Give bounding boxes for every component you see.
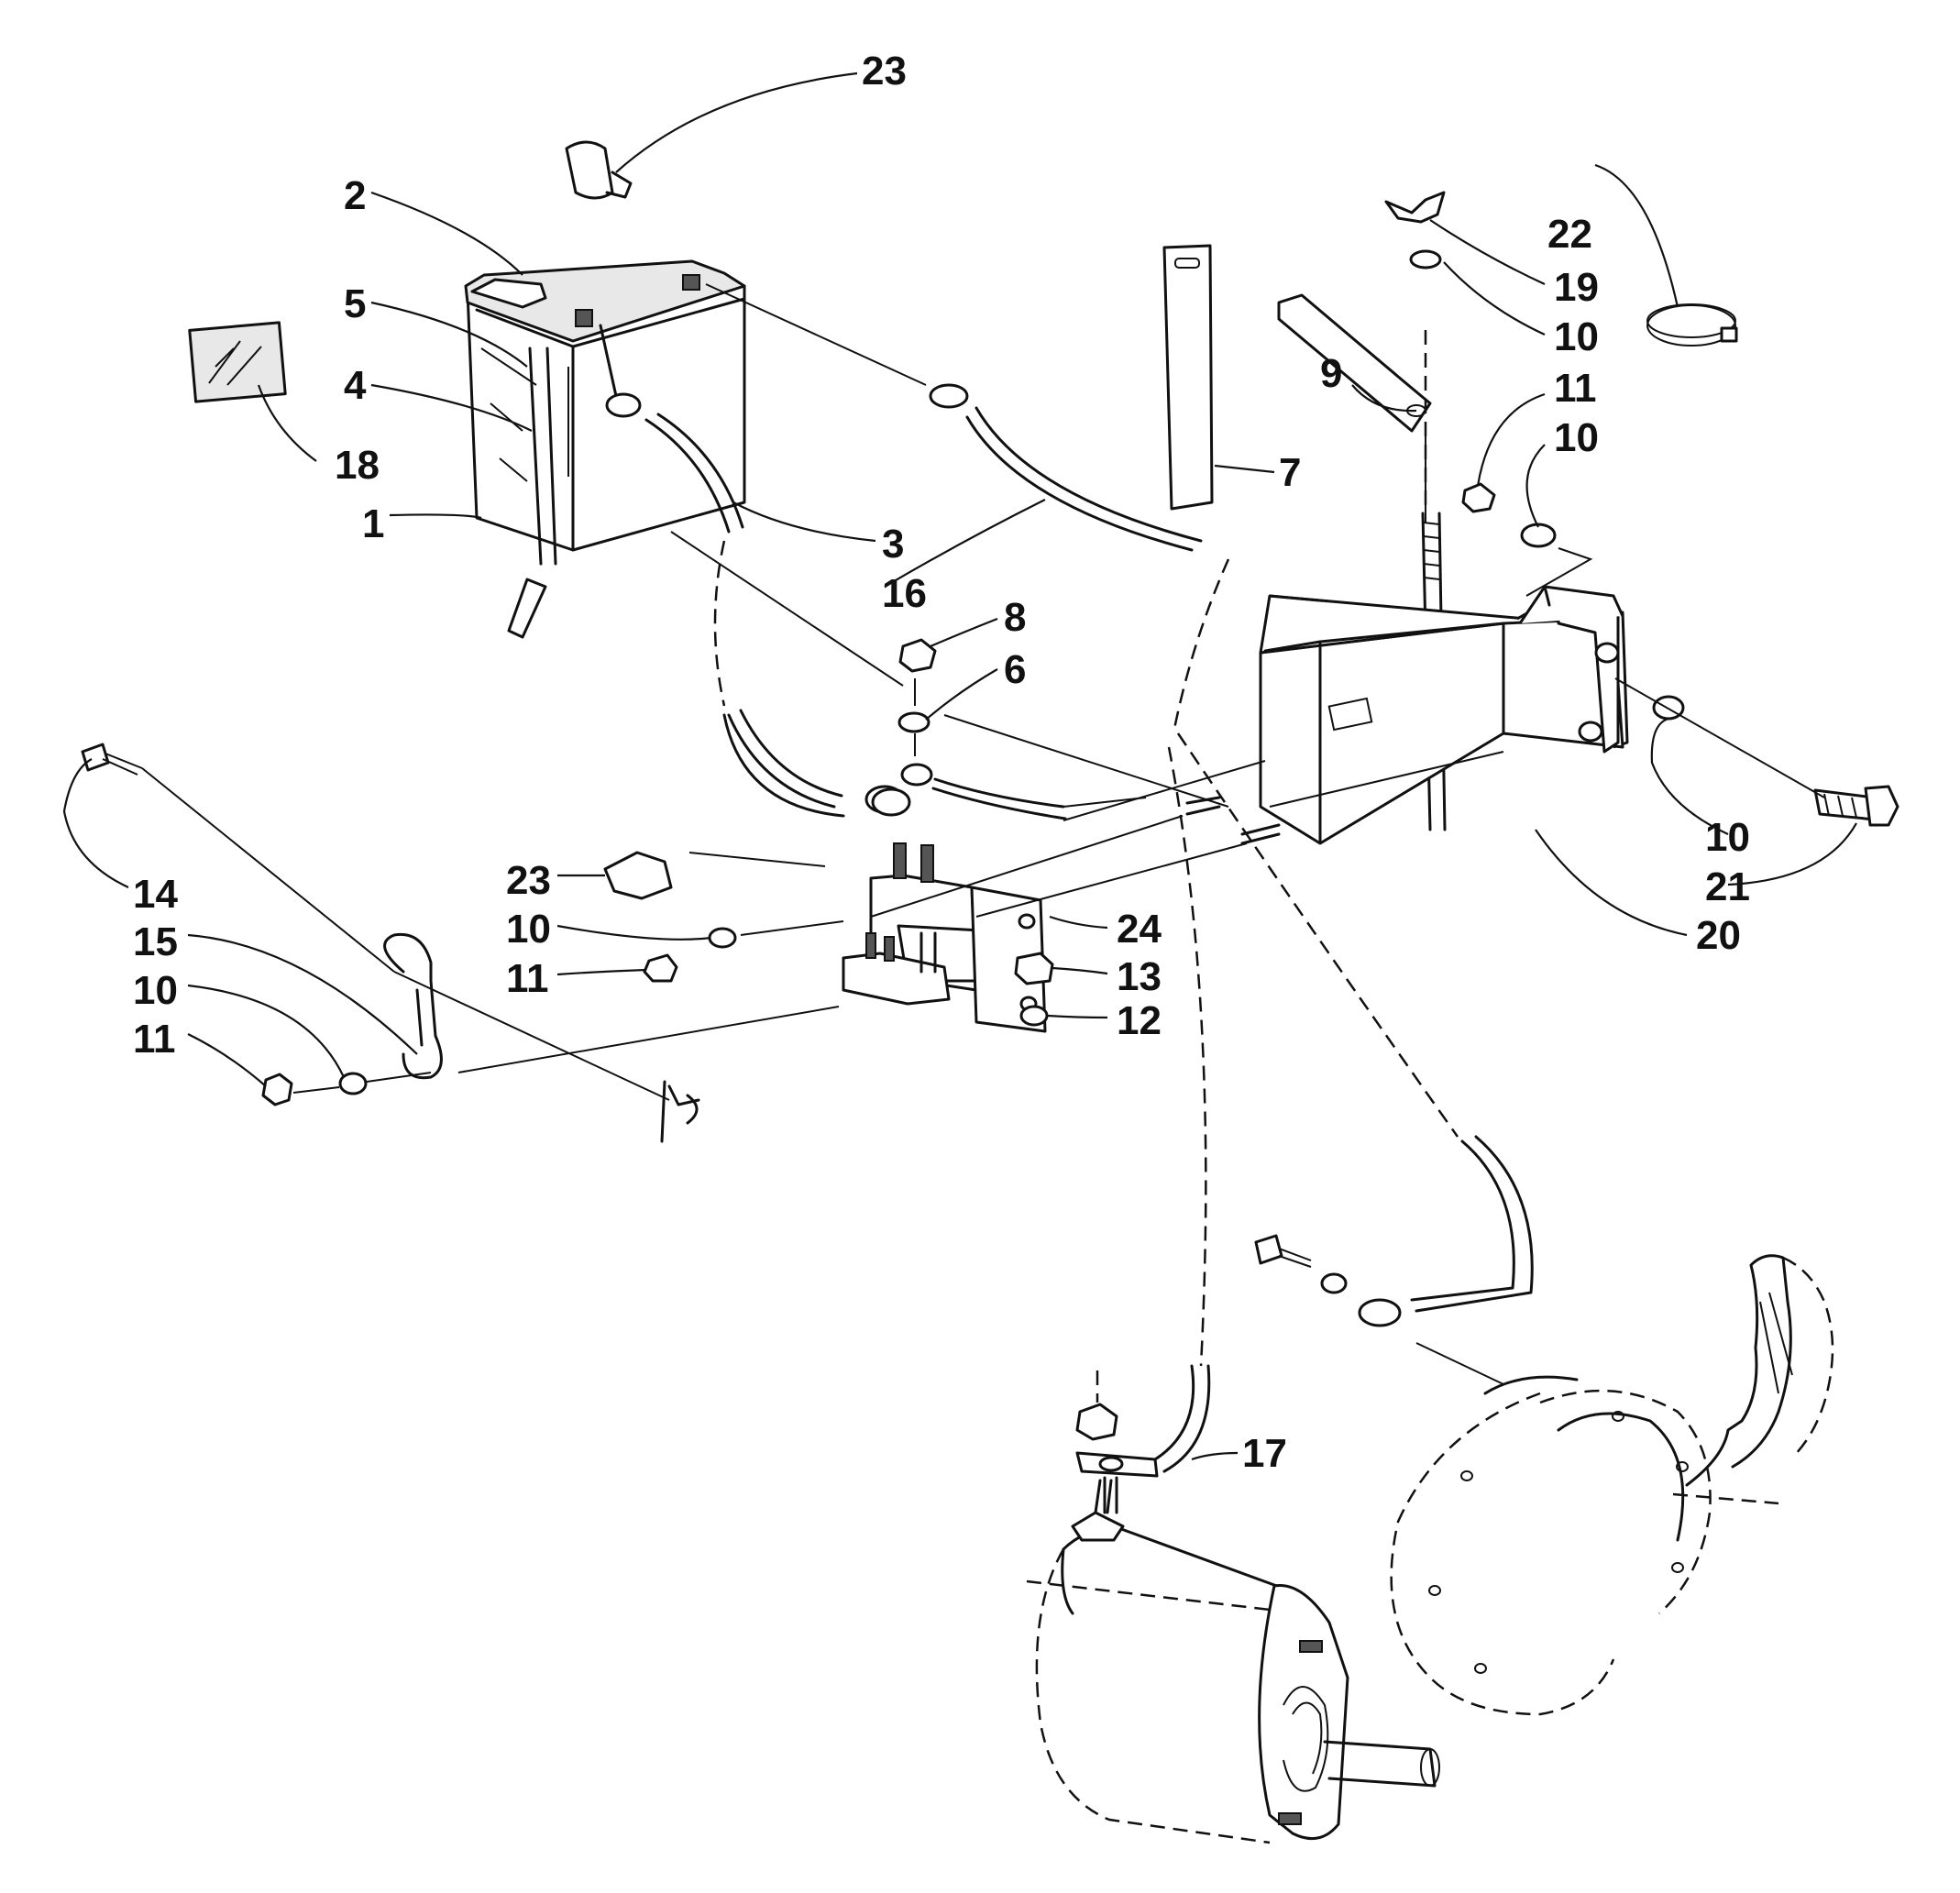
callout-17: 17 — [1242, 1431, 1287, 1476]
callout-3: 3 — [882, 522, 904, 567]
callout-6: 6 — [1004, 647, 1026, 692]
callout-24: 24 — [1117, 907, 1162, 952]
nut-washer-right — [1461, 482, 1593, 597]
callout-11-top: 11 — [1554, 366, 1597, 411]
hold-down-bracket — [1277, 293, 1432, 523]
callout-12: 12 — [1117, 998, 1162, 1043]
tray-studs — [1185, 796, 1281, 845]
decal — [188, 321, 287, 403]
callout-16: 16 — [882, 571, 927, 616]
callout-23-lower: 23 — [506, 858, 551, 903]
negative-cable — [705, 283, 1230, 734]
callout-2: 2 — [344, 173, 366, 218]
callout-10-left: 10 — [133, 968, 178, 1013]
starter-cable — [1075, 746, 1211, 1514]
callout-22: 22 — [1547, 212, 1592, 257]
battery-strap — [1162, 244, 1214, 511]
callout-4: 4 — [344, 363, 367, 408]
assembly-line-lower — [292, 1072, 432, 1094]
callout-19: 19 — [1554, 265, 1599, 310]
bolt-right — [1614, 677, 1899, 827]
callout-23-top: 23 — [862, 49, 907, 94]
ground-cable — [1176, 732, 1534, 1327]
flywheel-housing — [1390, 1254, 1834, 1716]
starter-motor — [1026, 1479, 1440, 1844]
bracket-left — [81, 743, 700, 1143]
leader-lines — [62, 72, 1857, 1461]
callout-14: 14 — [133, 872, 178, 917]
callout-10-solenoid: 10 — [506, 907, 551, 952]
callout-10-top: 10 — [1554, 314, 1599, 359]
vent-tube — [507, 347, 557, 639]
assembly-lines — [457, 531, 1504, 1073]
terminal-boot — [603, 851, 673, 900]
battery-terminal-cap — [565, 140, 633, 200]
battery-tray — [1259, 585, 1629, 845]
callout-15: 15 — [133, 919, 178, 964]
starter-solenoid — [842, 842, 1047, 1033]
callout-11-solenoid: 11 — [506, 956, 549, 1001]
callout-10-bolt: 10 — [1705, 815, 1750, 860]
cable-tie — [1646, 303, 1738, 347]
solenoid-hardware-right — [1014, 952, 1054, 1027]
callout-8: 8 — [1004, 595, 1026, 640]
callout-20: 20 — [1696, 913, 1741, 958]
callout-11-left: 11 — [133, 1017, 176, 1062]
callout-10-right: 10 — [1554, 415, 1599, 460]
callouts: 23 2 5 4 18 1 3 16 7 9 19 10 22 11 10 8 … — [133, 49, 1750, 1476]
callout-9: 9 — [1320, 351, 1342, 396]
callout-13: 13 — [1117, 954, 1162, 999]
solenoid-hardware-left — [643, 920, 844, 983]
callout-1: 1 — [362, 501, 384, 546]
nut-and-washer-center — [897, 638, 937, 756]
callout-5: 5 — [344, 281, 366, 326]
callout-21: 21 — [1705, 864, 1750, 909]
callout-18: 18 — [335, 443, 380, 488]
solenoid-cable-upper — [722, 713, 1067, 820]
wing-nut — [1384, 191, 1446, 270]
callout-7: 7 — [1279, 450, 1301, 495]
battery — [464, 259, 746, 552]
